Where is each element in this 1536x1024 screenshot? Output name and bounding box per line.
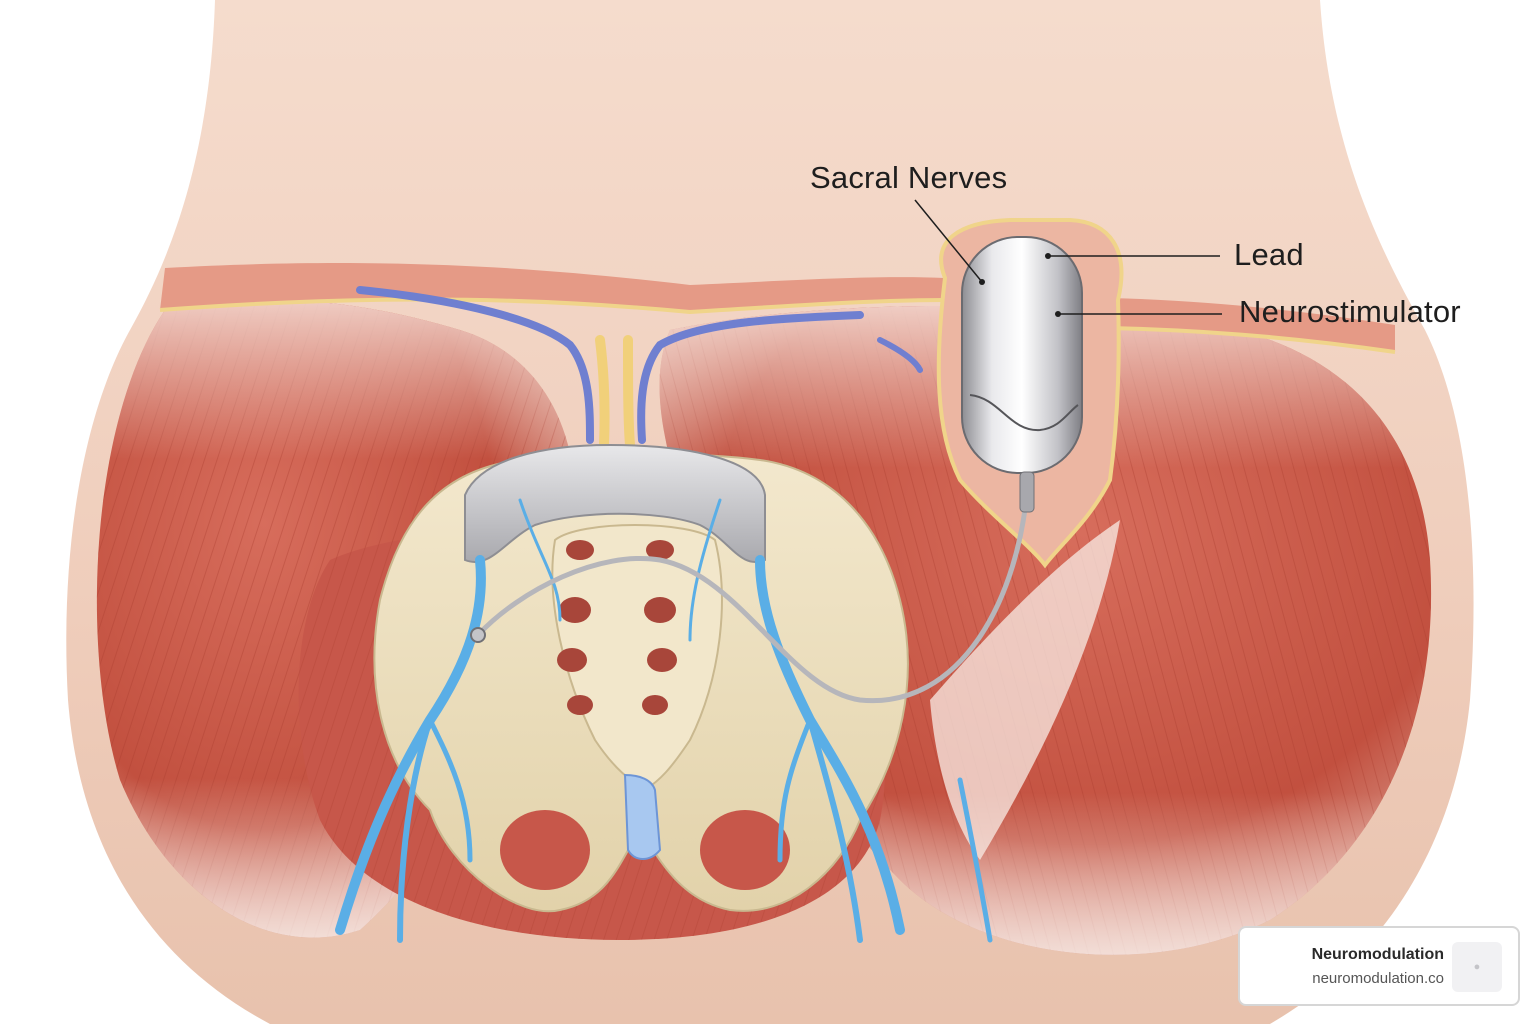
leader-dot [979,279,985,285]
sacral-foramen [642,695,668,715]
sacral-foramen [646,540,674,560]
sacral-foramen [644,597,676,623]
watermark-title: Neuromodulation [1311,946,1444,963]
label-neurostimulator: Neurostimulator [1239,294,1461,329]
lead-wire [476,479,1031,704]
sacral-foramen [567,695,593,715]
sacral-foramen [557,648,587,672]
leader-dot [1055,311,1061,317]
skin-fascia-layer [159,263,1396,354]
sacral-nerves [335,498,993,943]
watermark-badge[interactable]: Neuromodulation neuromodulation.co ● [1238,926,1520,1006]
pelvis-bone [373,453,909,913]
lead-tip [470,627,486,643]
sacral-foramen [559,597,591,623]
brand-logo-icon: ● [1452,942,1502,992]
label-sacral-nerves: Sacral Nerves [810,160,1008,195]
label-lead: Lead [1234,237,1304,272]
leader-dot [1045,253,1051,259]
sacral-foramen [647,648,677,672]
upper-vessels [356,286,923,450]
neurostimulator-device [961,236,1083,513]
callout-leaders [914,199,1222,315]
sacral-foramen [566,540,594,560]
watermark-url: neuromodulation.co [1312,970,1444,987]
lead-electrode-cuff [464,443,766,563]
